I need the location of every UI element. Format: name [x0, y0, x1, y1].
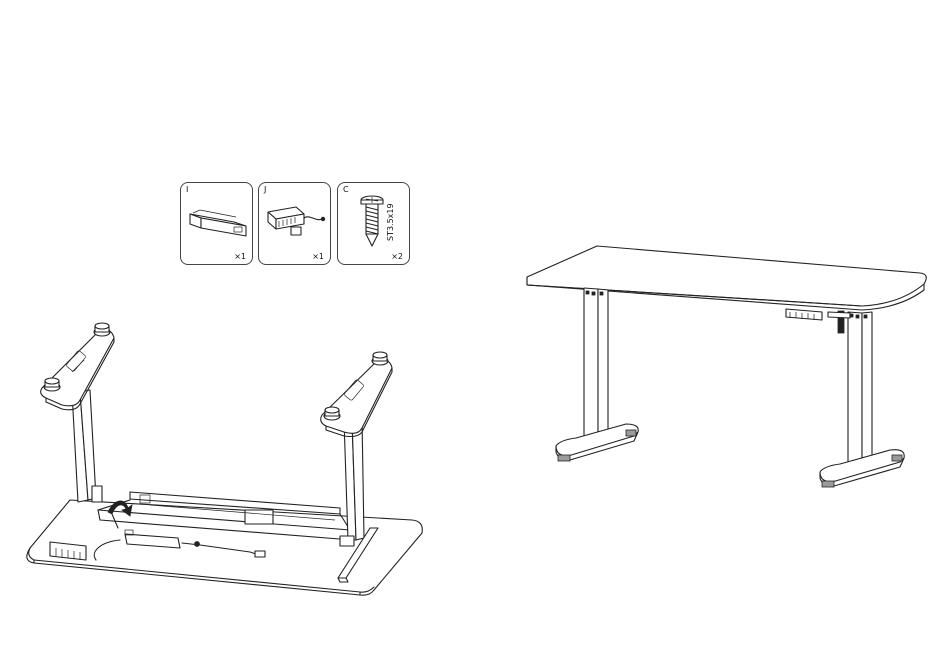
desk-underside-drawing — [27, 323, 422, 595]
control-panel-icon — [268, 207, 325, 235]
assembled-desk-drawing — [527, 246, 926, 487]
control-box-icon — [190, 210, 246, 236]
screw-icon — [361, 196, 383, 246]
